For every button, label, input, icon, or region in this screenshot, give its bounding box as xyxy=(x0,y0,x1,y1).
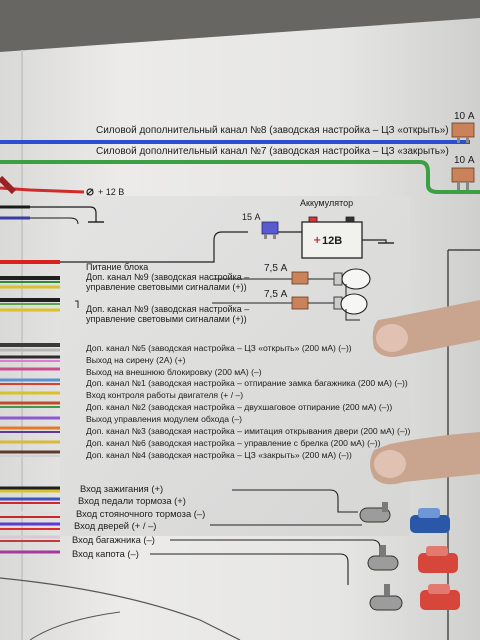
top-channel-label-7: Силовой дополнительный канал №7 (заводск… xyxy=(96,146,449,157)
input-label-brake-pedal: Вход педали тормоза (+) xyxy=(78,495,186,506)
input-label-doors: Вход дверей (+ / –) xyxy=(74,520,157,531)
lamp-channel-2-line1: Доп. канал №9 (заводская настройка – xyxy=(86,304,250,314)
fuse-10a-top xyxy=(451,122,475,143)
fuse-7-5a-first xyxy=(291,271,309,285)
fuse-7-5a-second xyxy=(291,296,309,310)
fuse-15a-label: 15 А xyxy=(242,212,261,222)
output-label-4: Доп. канал №1 (заводская настройка – отп… xyxy=(86,378,408,388)
output-label-3: Выход на внешнюю блокировку (200 мА) (–) xyxy=(86,367,262,377)
car-icon-trunk xyxy=(418,546,458,573)
fuse-15a xyxy=(261,221,279,239)
fuse-10a-bottom xyxy=(451,167,475,190)
input-label-trunk: Вход багажника (–) xyxy=(72,534,155,545)
plus-12v-label: + 12 В xyxy=(98,187,125,197)
input-wires xyxy=(0,486,60,554)
output-label-6: Доп. канал №2 (заводская настройка – дву… xyxy=(86,402,393,412)
input-label-ignition: Вход зажигания (+) xyxy=(80,483,164,494)
lamp-icon-first xyxy=(333,268,371,290)
switch-icon-trunk xyxy=(367,545,399,571)
top-channel-label-8: Силовой дополнительный канал №8 (заводск… xyxy=(96,125,449,136)
output-wires xyxy=(0,343,60,457)
switch-icon-door xyxy=(359,502,391,523)
lamp-fuse-label-2: 7,5 А xyxy=(264,289,288,300)
output-label-10: Доп. канал №4 (заводская настройка – ЦЗ … xyxy=(86,450,352,460)
fuse-label-top-8: 10 А xyxy=(454,111,475,122)
lamp-channel-1-line1: Доп. канал №9 (заводская настройка – xyxy=(86,272,250,282)
car-icon-hood xyxy=(420,584,460,610)
fuse-label-top-7: 10 А xyxy=(454,155,475,166)
output-label-8: Доп. канал №3 (заводская настройка – ими… xyxy=(86,426,411,436)
switch-icon-hood xyxy=(369,584,403,611)
svg-text:+: + xyxy=(313,235,321,246)
output-label-9: Доп. канал №6 (заводская настройка – упр… xyxy=(86,438,381,448)
input-label-hood: Вход капота (–) xyxy=(72,548,139,559)
output-label-2: Выход на сирену (2А) (+) xyxy=(86,355,186,365)
lamp-channel-2-line2: управление световыми сигналами (+)) xyxy=(86,314,247,324)
input-label-parking-brake: Вход стояночного тормоза (–) xyxy=(76,508,206,519)
lamp-fuse-label-1: 7,5 А xyxy=(264,263,288,274)
power-label: Питание блока xyxy=(86,262,149,272)
lamp-channel-1-line2: управление световыми сигналами (+)) xyxy=(86,282,247,292)
output-label-1: Доп. канал №5 (заводская настройка – ЦЗ … xyxy=(86,343,352,353)
battery-voltage: 12В xyxy=(322,235,343,247)
car-icon-door xyxy=(410,508,450,533)
battery-icon: + xyxy=(301,216,363,259)
output-label-5: Вход контроля работы двигателя (+ / –) xyxy=(86,390,244,400)
lamp-icon-second xyxy=(333,293,368,315)
output-label-7: Выход управления модулем обхода (–) xyxy=(86,414,242,424)
battery-label: Аккумулятор xyxy=(300,198,354,208)
